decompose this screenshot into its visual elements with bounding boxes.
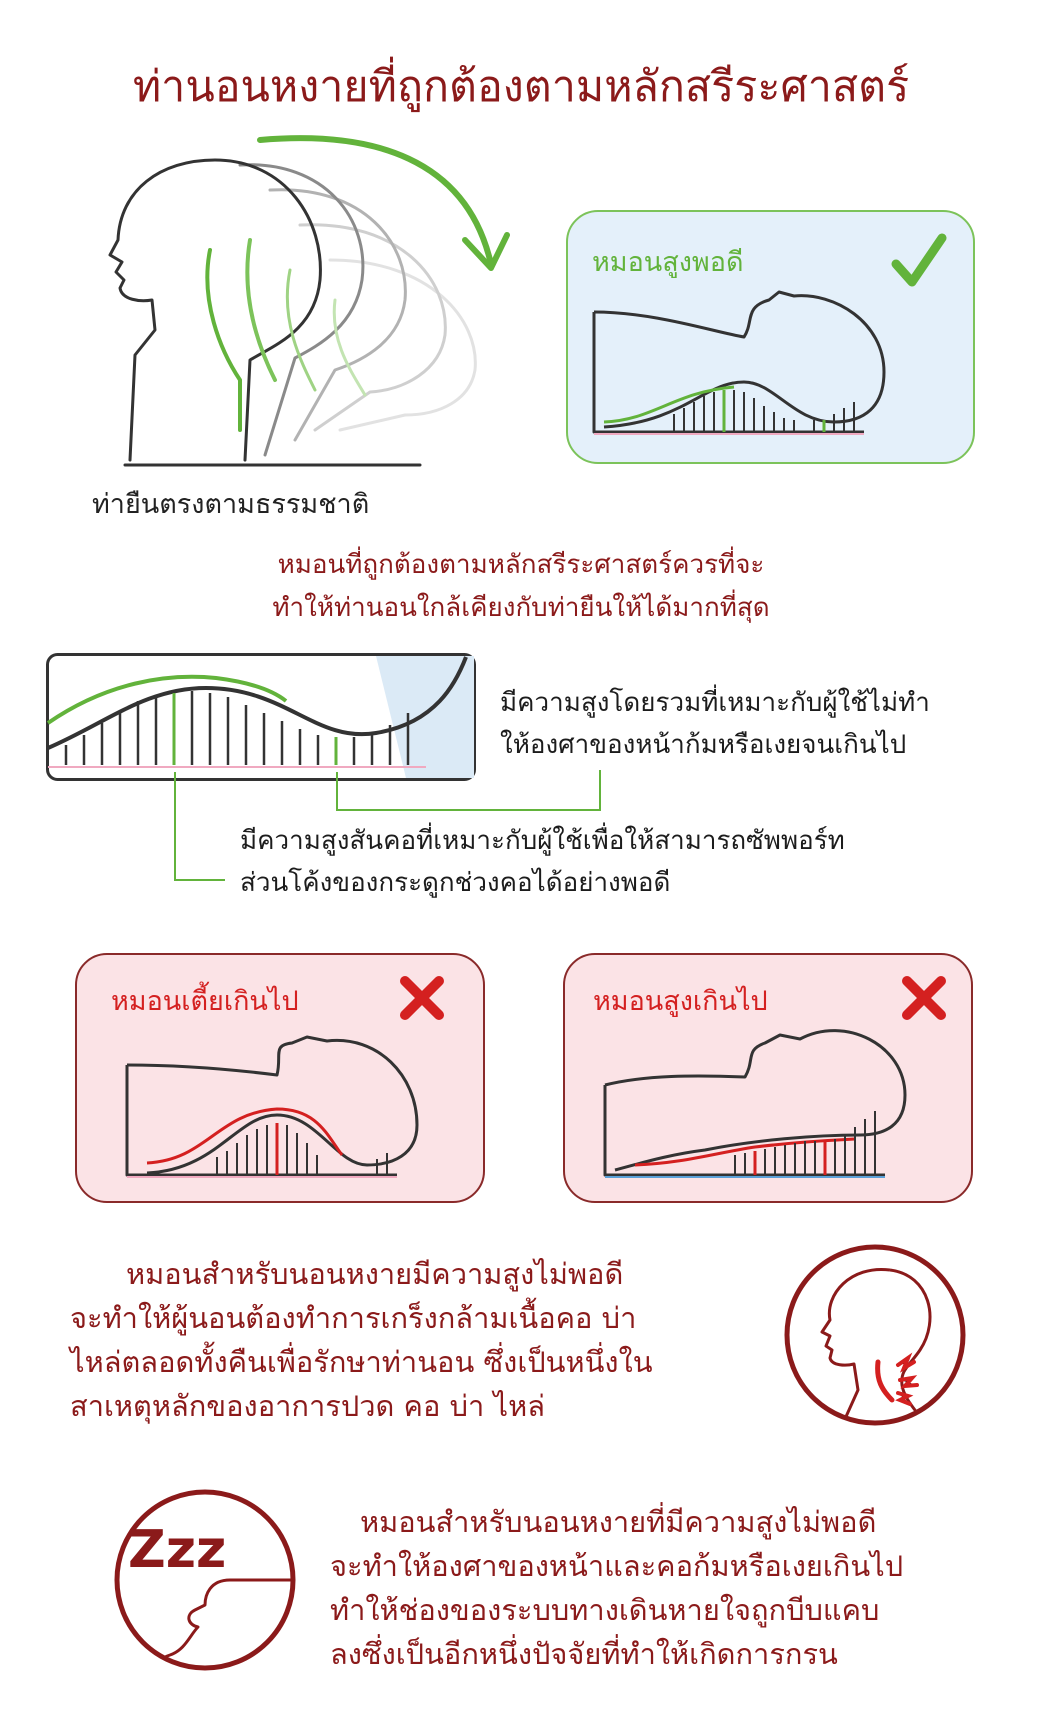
neck-pain-text: หมอนสำหรับนอนหงายมีความสูงไม่พอดี จะทำให… (70, 1252, 653, 1428)
pain-line-3: ไหล่ตลอดทั้งคืนเพื่อรักษาท่านอน ซึ่งเป็น… (70, 1345, 653, 1379)
panel-label: หมอนสูงเกินไป (593, 986, 768, 1017)
snore-line-4: ลงซึ่งเป็นอีกหนึ่งปัจจัยที่ทำให้เกิดการก… (330, 1637, 838, 1671)
x-icon (902, 976, 946, 1020)
pillow-detail-illustration (46, 653, 476, 781)
intro-line-1: หมอนที่ถูกต้องตามหลักสรีระศาสตร์ควรที่จะ (277, 550, 765, 580)
note-height-line-1: มีความสูงโดยรวมที่เหมาะกับผู้ใช้ไม่ทำ (500, 688, 930, 718)
check-icon (891, 233, 947, 287)
neck-pain-icon (784, 1244, 966, 1426)
pillow-head-illustration (592, 290, 886, 435)
snoring-icon: Zzz (114, 1489, 296, 1671)
pain-line-4: สาเหตุหลักของอาการปวด คอ บ่า ไหล่ (70, 1389, 545, 1423)
snore-line-2: จะทำให้องศาของหน้าและคอก้มหรือเงยเกินไป (330, 1549, 904, 1583)
note-neck-line-2: ส่วนโค้งของกระดูกช่วงคอได้อย่างพอดี (240, 868, 671, 898)
intro-line-2: ทำให้ท่านอนใกล้เคียงกับท่ายืนให้ได้มากที… (272, 593, 770, 623)
pain-line-2: จะทำให้ผู้นอนต้องทำการเกร็งกล้ามเนื้อคอ … (70, 1301, 637, 1335)
pillow-head-illustration (603, 1029, 907, 1178)
pillow-right-height-panel: หมอนสูงพอดี (566, 210, 975, 464)
standing-caption: ท่ายืนตรงตามธรรมชาติ (92, 489, 370, 520)
pain-line-1: หมอนสำหรับนอนหงายมีความสูงไม่พอดี (126, 1257, 624, 1291)
page-title: ท่านอนหงายที่ถูกต้องตามหลักสรีระศาสตร์ (132, 62, 910, 112)
snore-line-3: ทำให้ช่องของระบบทางเดินหายใจถูกบีบแคบ (330, 1593, 880, 1627)
snore-glyph: Zzz (128, 1520, 226, 1580)
standing-heads-illustration (108, 158, 477, 467)
pillow-too-high-panel: หมอนสูงเกินไป (563, 953, 973, 1203)
snore-line-1: หมอนสำหรับนอนหงายที่มีความสูงไม่พอดี (360, 1505, 877, 1539)
note-height-line-2: ให้องศาของหน้าก้มหรือเงยจนเกินไป (500, 730, 907, 760)
intro-text: หมอนที่ถูกต้องตามหลักสรีระศาสตร์ควรที่จะ… (150, 544, 892, 630)
panel-label: หมอนเตี้ยเกินไป (111, 986, 299, 1017)
transition-arrow-icon (257, 135, 510, 271)
x-icon (400, 976, 444, 1020)
pillow-head-illustration (125, 1035, 419, 1178)
pillow-too-low-panel: หมอนเตี้ยเกินไป (75, 953, 485, 1203)
callout-connectors (174, 770, 601, 881)
note-neck-height: มีความสูงสันคอที่เหมาะกับผู้ใช้เพื่อให้ส… (240, 820, 845, 904)
panel-label: หมอนสูงพอดี (592, 247, 744, 278)
note-neck-line-1: มีความสูงสันคอที่เหมาะกับผู้ใช้เพื่อให้ส… (240, 826, 845, 856)
snoring-text: หมอนสำหรับนอนหงายที่มีความสูงไม่พอดี จะท… (330, 1500, 903, 1676)
note-overall-height: มีความสูงโดยรวมที่เหมาะกับผู้ใช้ไม่ทำ ให… (500, 682, 930, 766)
